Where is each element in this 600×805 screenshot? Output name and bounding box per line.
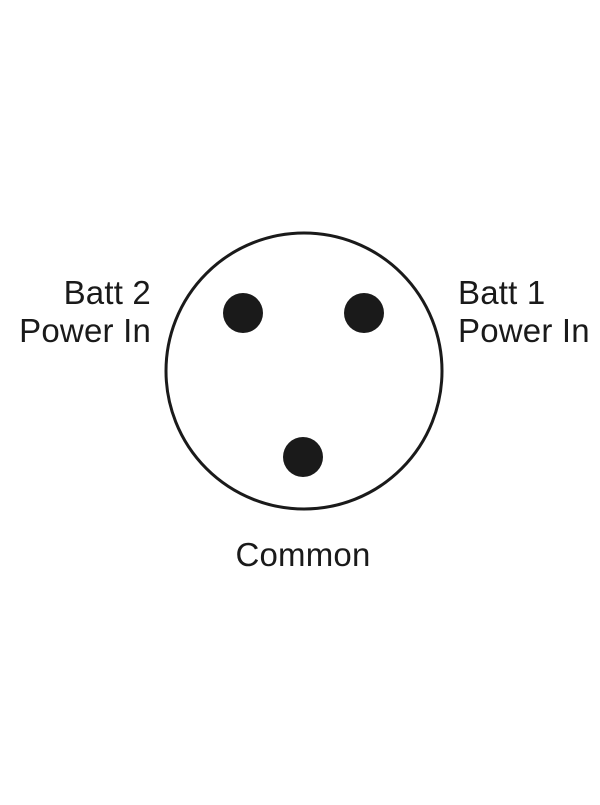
batt-2-label-line-1: Batt 2 [63,274,151,311]
pin-batt-2 [223,293,263,333]
batt-1-label-line-1: Batt 1 [458,274,546,311]
batt-2-label: Batt 2 Power In [19,274,151,350]
common-label: Common [0,536,600,574]
pin-common [283,437,323,477]
common-label-line-1: Common [235,536,371,573]
batt-1-label-line-2: Power In [458,312,590,349]
pin-batt-1 [344,293,384,333]
batt-1-label: Batt 1 Power In [458,274,590,350]
batt-2-label-line-2: Power In [19,312,151,349]
